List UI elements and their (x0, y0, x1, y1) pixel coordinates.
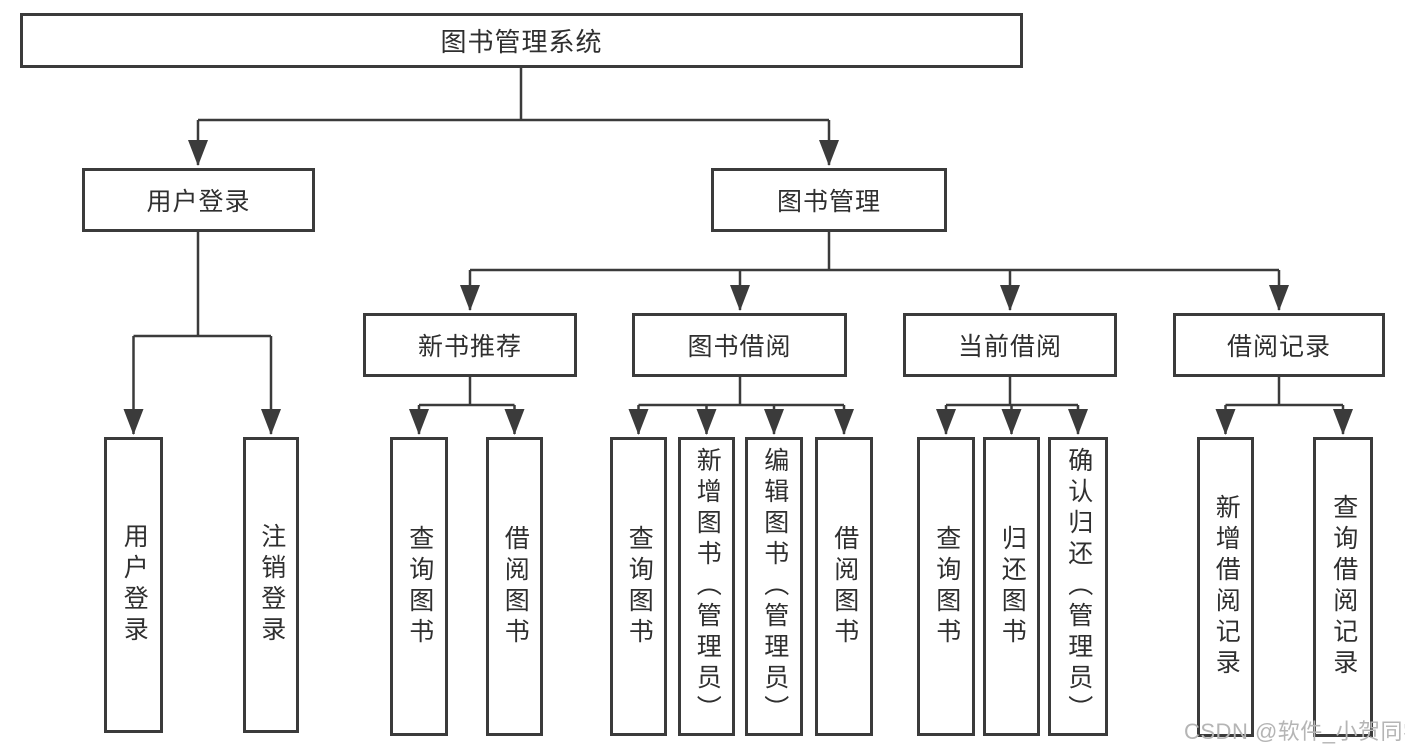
leaf-query-borrow-record: 查询借阅记录 (1313, 437, 1373, 737)
connector-user-login-branch (123, 232, 281, 435)
node-user-login-label: 用户登录 (146, 188, 251, 216)
leaf-logout-login-label: 注销登录 (257, 523, 286, 647)
node-borrowing-records: 借阅记录 (1173, 313, 1385, 377)
node-new-book-recommendation: 新书推荐 (363, 313, 577, 377)
leaf-return-books-label: 归还图书 (998, 524, 1027, 649)
connector-borrowing-records-branch (1215, 377, 1353, 435)
connector-book-borrowing-branch (628, 377, 854, 435)
connector-new-book-branch (409, 377, 525, 435)
node-current-borrowing: 当前借阅 (903, 313, 1117, 377)
leaf-confirm-return-admin: 确认归还（管理员） (1048, 437, 1108, 736)
leaf-user-login: 用户登录 (104, 437, 163, 733)
node-current-borrowing-label: 当前借阅 (957, 333, 1062, 361)
leaf-confirm-return-admin-label: 确认归还（管理员） (1064, 447, 1093, 726)
leaf-borrow-books: 借阅图书 (815, 437, 873, 736)
leaf-borrow-books-recommend: 借阅图书 (486, 437, 543, 736)
node-book-management-label: 图书管理 (776, 188, 881, 216)
connector-book-management-branch (460, 232, 1289, 311)
leaf-edit-books-admin-label: 编辑图书（管理员） (760, 447, 789, 726)
leaf-logout-login: 注销登录 (243, 437, 299, 733)
leaf-query-books-current: 查询图书 (917, 437, 975, 736)
leaf-query-books-current-label: 查询图书 (932, 524, 961, 649)
node-borrowing-records-label: 借阅记录 (1226, 333, 1331, 361)
node-user-login: 用户登录 (82, 168, 315, 232)
leaf-query-books-recommend-label: 查询图书 (405, 524, 434, 649)
node-book-management: 图书管理 (711, 168, 947, 232)
leaf-edit-books-admin: 编辑图书（管理员） (745, 437, 803, 736)
leaf-add-books-admin: 新增图书（管理员） (678, 437, 735, 736)
node-root: 图书管理系统 (20, 13, 1023, 68)
leaf-user-login-label: 用户登录 (120, 523, 149, 647)
connector-current-borrowing-branch (936, 377, 1088, 435)
node-book-borrowing: 图书借阅 (632, 313, 847, 377)
leaf-query-books-borrow-label: 查询图书 (625, 524, 654, 649)
leaf-query-books-borrow: 查询图书 (610, 437, 667, 736)
leaf-query-borrow-record-label: 查询借阅记录 (1329, 494, 1358, 680)
leaf-add-borrow-record: 新增借阅记录 (1197, 437, 1254, 737)
leaf-return-books: 归还图书 (983, 437, 1040, 736)
watermark: CSDN @软件_小贺同学 (1184, 719, 1405, 744)
leaf-add-borrow-record-label: 新增借阅记录 (1212, 494, 1241, 680)
connector-root-to-level2 (188, 68, 839, 166)
node-root-label: 图书管理系统 (440, 27, 603, 57)
leaf-query-books-recommend: 查询图书 (390, 437, 448, 736)
leaf-add-books-admin-label: 新增图书（管理员） (693, 447, 722, 726)
node-book-borrowing-label: 图书借阅 (687, 333, 792, 361)
leaf-borrow-books-recommend-label: 借阅图书 (501, 524, 530, 649)
leaf-borrow-books-label: 借阅图书 (830, 524, 859, 649)
node-new-book-recommendation-label: 新书推荐 (417, 333, 522, 361)
